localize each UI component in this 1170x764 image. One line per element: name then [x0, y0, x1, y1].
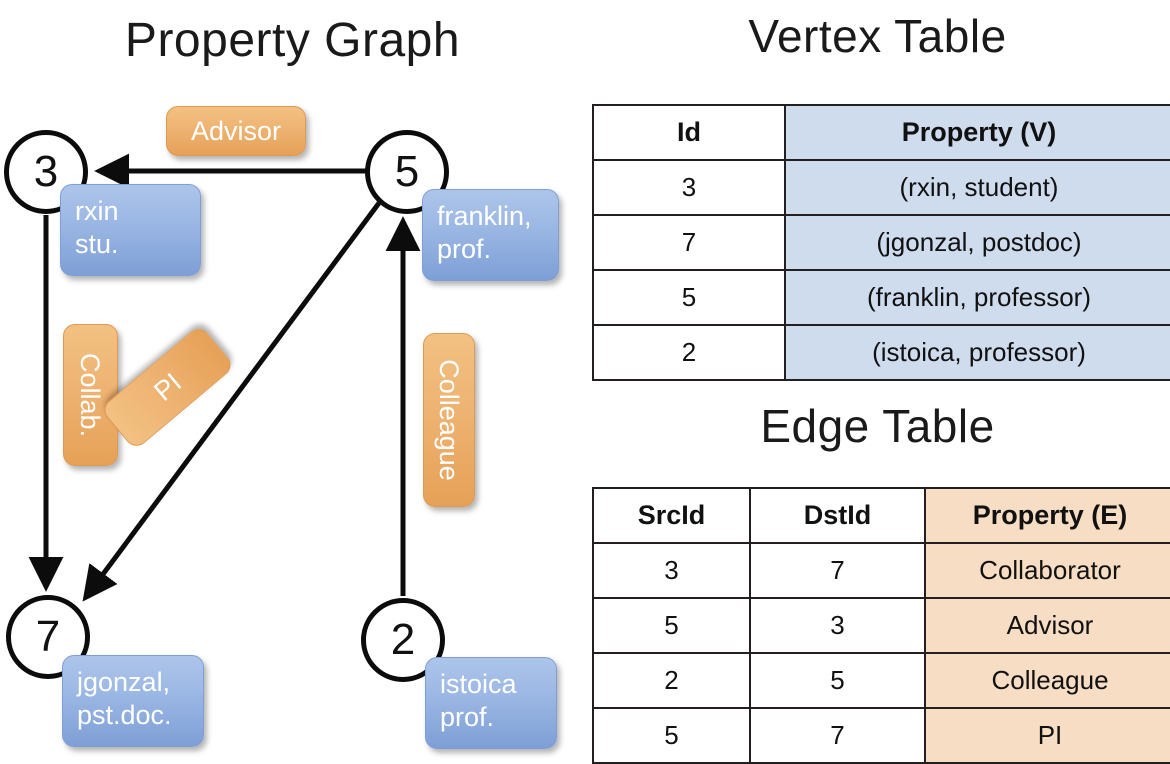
table-row[interactable]: 3 (rxin, student): [592, 159, 1170, 216]
vertex-property-line1: rxin: [75, 196, 119, 226]
vertex-property-box-franklin: franklin, prof.: [422, 189, 559, 281]
property-graph-panel: Property Graph 3 5 7 2 rxin stu. frankli…: [0, 0, 585, 760]
edge-label-text: Colleague: [434, 359, 464, 481]
edge-table: SrcId DstId Property (E) 3 7 Collaborato…: [592, 487, 1170, 764]
vertex-property-line2: prof.: [440, 702, 495, 732]
table-row[interactable]: 2 (istoica, professor): [592, 324, 1170, 381]
table-row[interactable]: 5 (franklin, professor): [592, 269, 1170, 326]
edge-label-text: Advisor: [190, 116, 282, 146]
column-header-srcid: SrcId: [592, 487, 751, 544]
table-row[interactable]: 5 7 PI: [592, 707, 1170, 764]
table-header-row: Id Property (V): [592, 104, 1170, 161]
vertex-property-line1: jgonzal,: [77, 667, 171, 697]
edge-label-box-colleague: Colleague: [423, 333, 475, 507]
vertex-property-line1: franklin,: [437, 201, 532, 231]
cell-id: 7: [592, 214, 786, 271]
edge-label-box-advisor: Advisor: [166, 106, 306, 156]
cell-dstid: 7: [749, 707, 926, 764]
vertex-property-box-istoica: istoica prof.: [425, 657, 557, 749]
edge-label-box-collab: Collab.: [63, 324, 118, 466]
vertex-property-box-rxin: rxin stu.: [60, 184, 201, 276]
cell-dstid: 7: [749, 542, 926, 599]
cell-srcid: 5: [592, 707, 751, 764]
cell-property: (jgonzal, postdoc): [784, 214, 1170, 271]
column-header-id: Id: [592, 104, 786, 161]
cell-id: 2: [592, 324, 786, 381]
cell-id: 3: [592, 159, 786, 216]
vertex-property-line1: istoica: [440, 669, 517, 699]
cell-dstid: 3: [749, 597, 926, 654]
cell-srcid: 3: [592, 542, 751, 599]
cell-property: (rxin, student): [784, 159, 1170, 216]
vertex-table: Id Property (V) 3 (rxin, student) 7 (jgo…: [592, 104, 1170, 381]
table-header-row: SrcId DstId Property (E): [592, 487, 1170, 544]
cell-srcid: 2: [592, 652, 751, 709]
edge-label-text: Collab.: [75, 352, 106, 438]
cell-id: 5: [592, 269, 786, 326]
cell-property: PI: [924, 707, 1170, 764]
graph-edges-layer: [28, 153, 421, 602]
vertex-property-line2: pst.doc.: [77, 700, 172, 730]
column-header-property: Property (E): [924, 487, 1170, 544]
cell-property: Collaborator: [924, 542, 1170, 599]
page-title-edge-table: Edge Table: [760, 400, 995, 452]
table-row[interactable]: 7 (jgonzal, postdoc): [592, 214, 1170, 271]
vertex-node-2[interactable]: 2: [361, 598, 445, 682]
column-header-dstid: DstId: [749, 487, 926, 544]
column-header-property: Property (V): [784, 104, 1170, 161]
cell-property: Colleague: [924, 652, 1170, 709]
cell-srcid: 5: [592, 597, 751, 654]
vertex-property-line2: prof.: [437, 234, 492, 264]
vertex-property-box-jgonzal: jgonzal, pst.doc.: [62, 655, 204, 747]
table-row[interactable]: 3 7 Collaborator: [592, 542, 1170, 599]
vertex-node-5[interactable]: 5: [365, 130, 449, 214]
cell-property: Advisor: [924, 597, 1170, 654]
edge-5-to-7: [82, 201, 382, 602]
table-row[interactable]: 5 3 Advisor: [592, 597, 1170, 654]
table-row[interactable]: 2 5 Colleague: [592, 652, 1170, 709]
edge-label-text: PI: [148, 367, 187, 408]
page-title-vertex-table: Vertex Table: [748, 10, 1007, 62]
cell-property: (franklin, professor): [784, 269, 1170, 326]
cell-dstid: 5: [749, 652, 926, 709]
page-title-property-graph: Property Graph: [124, 14, 461, 67]
vertex-property-line2: stu.: [75, 229, 119, 259]
cell-property: (istoica, professor): [784, 324, 1170, 381]
